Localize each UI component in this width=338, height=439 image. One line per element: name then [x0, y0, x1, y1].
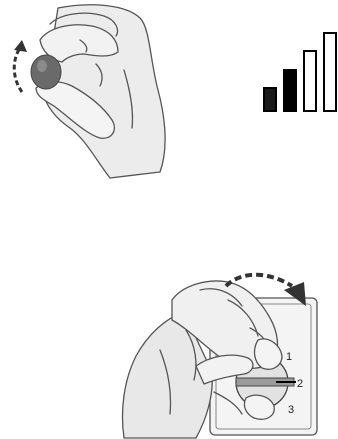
- signal-bar-2: [284, 70, 296, 111]
- signal-strength-icon: [264, 33, 336, 111]
- signal-bar-3: [304, 51, 316, 111]
- signal-bar-1: [264, 88, 276, 111]
- dial-position-3: 3: [288, 404, 294, 416]
- hand-squeezing-knob-icon: [36, 5, 165, 178]
- signal-bar-4: [324, 33, 336, 111]
- rotate-arrow-icon: [14, 40, 27, 92]
- dial-position-2: 2: [297, 378, 303, 390]
- dial-position-1: 1: [286, 351, 292, 363]
- knob-icon: [31, 55, 61, 89]
- hand-turning-dial-icon: [123, 281, 283, 438]
